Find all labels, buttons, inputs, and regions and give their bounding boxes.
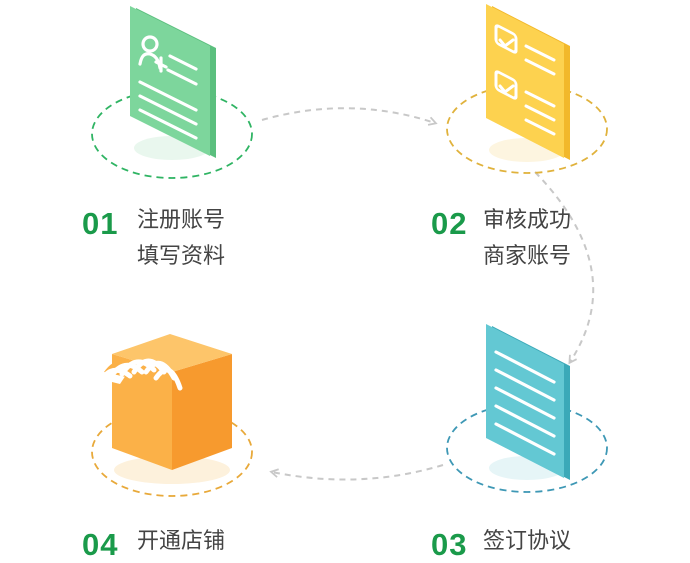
store-awning-icon <box>91 334 253 497</box>
step-01-label-line1: 注册账号 <box>137 208 226 233</box>
checklist-icon <box>446 4 608 174</box>
step-01-number: 01 <box>82 206 119 241</box>
step-04-number: 04 <box>82 527 119 562</box>
step-02-label-line1: 审核成功 <box>483 208 572 233</box>
step-02-number: 02 <box>431 206 468 241</box>
awning <box>96 358 183 391</box>
agreement-document-icon <box>446 324 608 493</box>
step-03-label: 签订协议 <box>483 529 572 554</box>
arrow-02-to-03 <box>534 171 595 365</box>
step-02-label-line2: 商家账号 <box>483 244 572 269</box>
step-03-number: 03 <box>431 527 468 562</box>
step-04-label: 开通店铺 <box>137 529 226 554</box>
step-01-label-line2: 填写资料 <box>137 244 226 269</box>
register-form-icon <box>91 6 253 179</box>
arrow-03-to-04 <box>269 464 444 481</box>
arrow-01-to-02 <box>261 107 438 126</box>
